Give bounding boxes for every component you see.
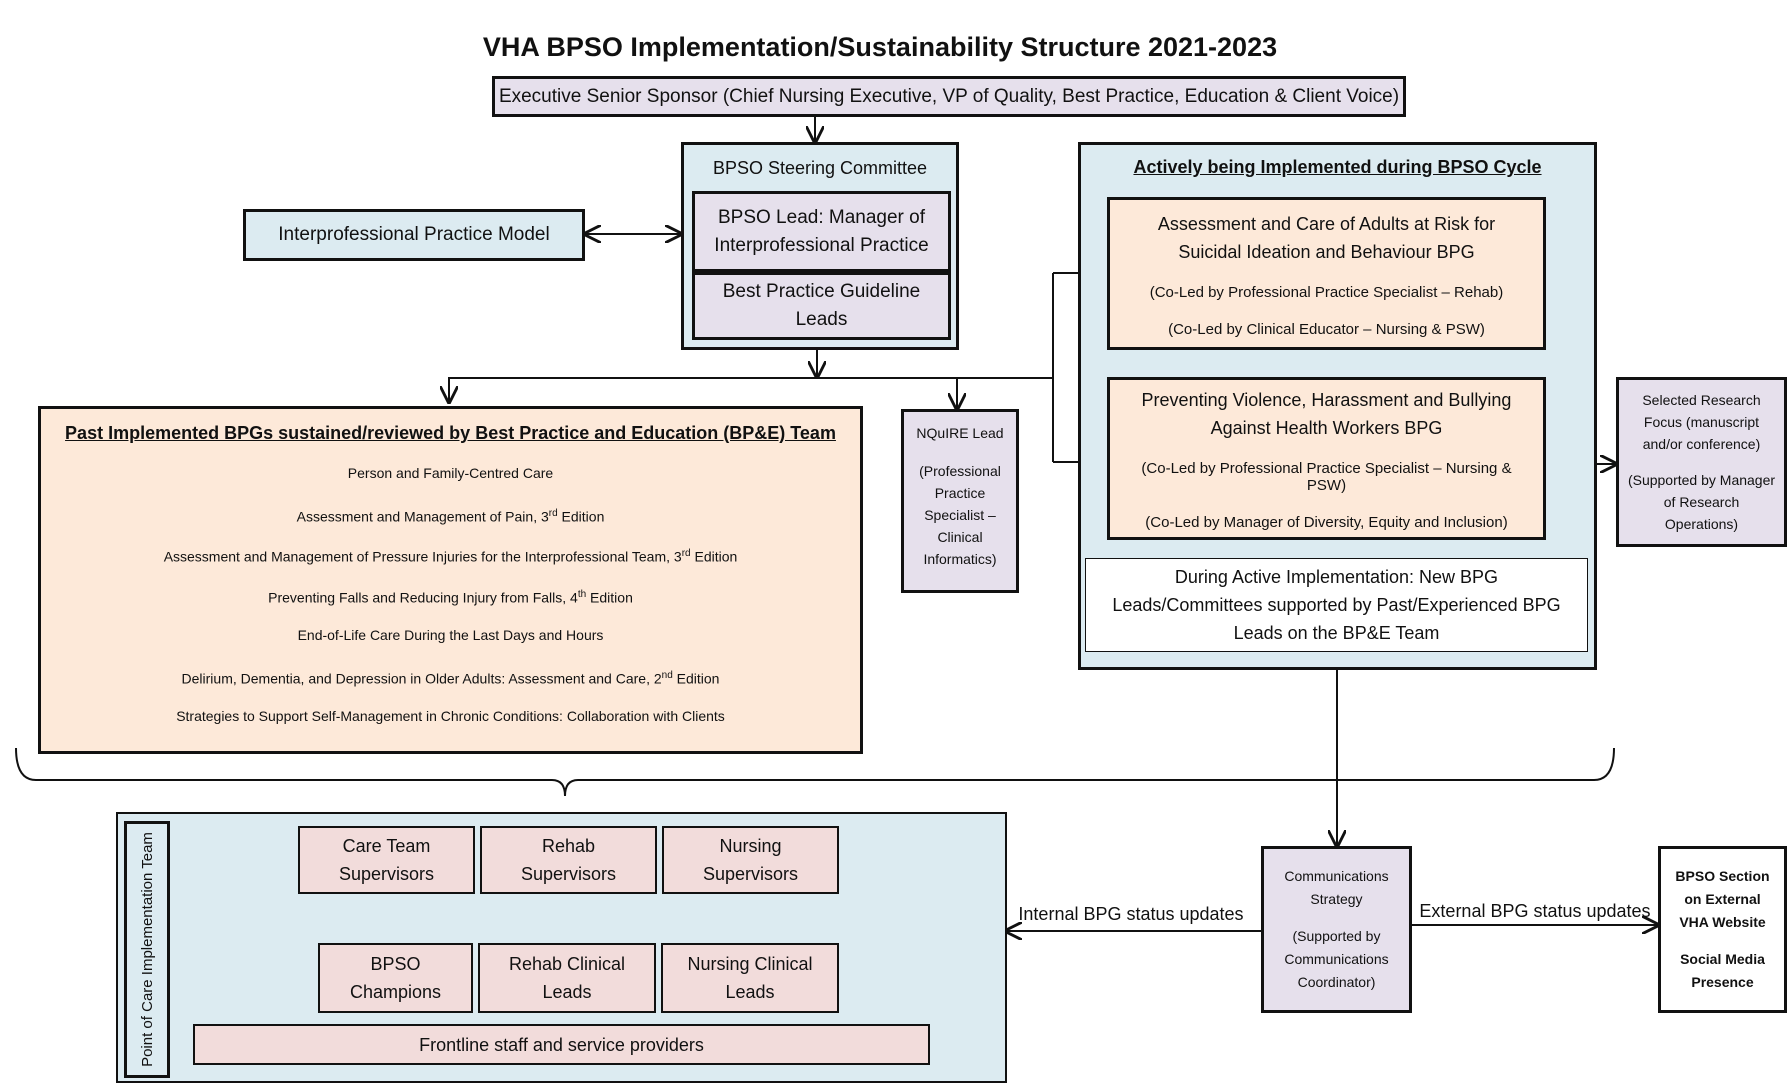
- past-bpg-text: Assessment and Management of Pain, 3: [296, 508, 549, 525]
- bpg-colead: (Co-Led by Clinical Educator – Nursing &…: [1168, 320, 1485, 338]
- past-bpg-sup: rd: [681, 548, 691, 559]
- past-bpg-suffix: Edition: [690, 548, 738, 565]
- care-team-supervisors-box: Care Team Supervisors: [298, 826, 475, 894]
- during-active-implementation-box: During Active Implementation: New BPG Le…: [1085, 558, 1588, 652]
- past-bpg-text: Person and Family-Centred Care: [347, 465, 554, 481]
- nursing-clinical-leads-box: Nursing Clinical Leads: [661, 943, 839, 1013]
- rehab-supervisors-box: Rehab Supervisors: [480, 826, 657, 894]
- bpso-lead-box: BPSO Lead: Manager of Interprofessional …: [692, 191, 951, 272]
- bpg-name: Preventing Violence, Harassment and Bull…: [1141, 390, 1512, 438]
- past-bpg-suffix: Edition: [586, 589, 633, 606]
- past-bpg-text: End-of-Life Care During the Last Days an…: [297, 627, 604, 643]
- bpg-colead: (Co-Led by Manager of Diversity, Equity …: [1145, 514, 1508, 531]
- past-bpg-item: Assessment and Management of Pain, 3rd E…: [164, 494, 738, 535]
- past-bpg-item: End-of-Life Care During the Last Days an…: [164, 615, 738, 656]
- point-of-care-label-box: Point of Care Implementation Team: [124, 821, 170, 1078]
- external-website-box: BPSO Section on External VHA Website Soc…: [1658, 846, 1787, 1013]
- guideline-leads-box: Best Practice Guideline Leads: [692, 272, 951, 340]
- bpso-champions-box: BPSO Champions: [318, 943, 473, 1013]
- rehab-clinical-leads-box: Rehab Clinical Leads: [478, 943, 656, 1013]
- past-bpg-text: Assessment and Management of Pressure In…: [163, 548, 682, 565]
- past-bpg-item: Person and Family-Centred Care: [164, 453, 738, 494]
- past-bpg-text: Delirium, Dementia, and Depression in Ol…: [181, 670, 662, 687]
- past-bpg-sup: th: [577, 588, 587, 600]
- past-bpg-item: Preventing Falls and Reducing Injury fro…: [164, 575, 738, 616]
- past-bpg-item: Assessment and Management of Pressure In…: [164, 534, 738, 575]
- past-bpg-sup: nd: [661, 669, 673, 681]
- nquire-title: NQuIRE Lead: [916, 425, 1004, 441]
- research-support-text: (Supported by Manager of Research Operat…: [1627, 472, 1776, 532]
- active-implementation-title: Actively being Implemented during BPSO C…: [1133, 157, 1542, 177]
- past-bpg-sup: rd: [548, 507, 558, 519]
- nquire-support: (Professional Practice Specialist – Clin…: [919, 463, 1001, 567]
- bpg-colead: (Co-Led by Professional Practice Special…: [1149, 283, 1504, 301]
- external-updates-label: External BPG status updates: [1419, 901, 1651, 921]
- research-focus-box: Selected Research Focus (manuscript and/…: [1616, 377, 1787, 547]
- past-bpg-text: Preventing Falls and Reducing Injury fro…: [268, 589, 578, 606]
- internal-updates-label: Internal BPG status updates: [1018, 904, 1244, 924]
- nursing-supervisors-box: Nursing Supervisors: [662, 826, 839, 894]
- past-bpgs-title: Past Implemented BPGs sustained/reviewed…: [65, 423, 836, 443]
- past-bpg-item: Delirium, Dementia, and Depression in Ol…: [164, 656, 738, 697]
- past-bpg-text: Strategies to Support Self-Management in…: [176, 708, 725, 724]
- past-bpgs-box: Past Implemented BPGs sustained/reviewed…: [38, 406, 863, 754]
- steering-committee-title: BPSO Steering Committee: [712, 158, 928, 178]
- active-bpg-suicide: Assessment and Care of Adults at Risk fo…: [1107, 197, 1546, 350]
- past-bpg-item: Strategies to Support Self-Management in…: [164, 696, 738, 737]
- communications-support: (Supported by Communications Coordinator…: [1284, 928, 1389, 990]
- research-focus-text: Selected Research Focus (manuscript and/…: [1642, 392, 1761, 452]
- active-bpg-violence: Preventing Violence, Harassment and Bull…: [1107, 377, 1546, 540]
- external-website-text: BPSO Section on External VHA Website: [1675, 868, 1770, 930]
- social-media-text: Social Media Presence: [1680, 951, 1765, 990]
- point-of-care-label: Point of Care Implementation Team: [138, 832, 156, 1067]
- nquire-lead-box: NQuIRE Lead (Professional Practice Speci…: [901, 409, 1019, 593]
- past-bpg-suffix: Edition: [672, 670, 720, 687]
- page-title: VHA BPSO Implementation/Sustainability S…: [482, 32, 1278, 62]
- bpg-colead: (Co-Led by Professional Practice Special…: [1141, 460, 1512, 494]
- past-bpg-suffix: Edition: [557, 508, 605, 525]
- bpg-name: Assessment and Care of Adults at Risk fo…: [1157, 213, 1496, 262]
- executive-sponsor-box: Executive Senior Sponsor (Chief Nursing …: [492, 76, 1406, 117]
- interprofessional-model-box: Interprofessional Practice Model: [243, 209, 585, 261]
- communications-strategy-box: Communications Strategy (Supported by Co…: [1261, 846, 1412, 1013]
- communications-title: Communications Strategy: [1284, 868, 1389, 907]
- frontline-staff-box: Frontline staff and service providers: [193, 1024, 930, 1065]
